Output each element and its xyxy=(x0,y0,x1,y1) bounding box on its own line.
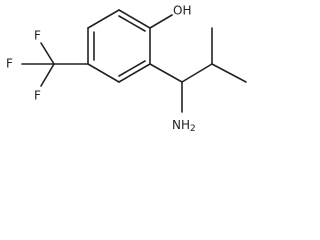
benzene-ring xyxy=(87,9,151,83)
chemical-structure: OH NH2 F F F xyxy=(6,4,247,134)
ring-bond-c4-c5 xyxy=(87,63,120,83)
fluorine-bottom-label: F xyxy=(34,89,41,103)
ring-bond-c6-c1 xyxy=(87,9,120,29)
bond-cf3-to-fluorine-bottom xyxy=(40,63,55,87)
bond-to-hydroxyl xyxy=(149,14,173,29)
bond-ch-to-isopropyl xyxy=(181,63,213,83)
bond-ring-to-ch xyxy=(149,63,183,83)
bond-isopropyl-methyl-right xyxy=(211,63,247,83)
ring-double-bond-top xyxy=(118,15,146,32)
fluorine-left-label: F xyxy=(6,57,13,71)
ring-double-bond-bottom xyxy=(118,60,146,77)
ring-bond-c1-c2 xyxy=(118,9,151,29)
amine-label: NH2 xyxy=(172,118,196,134)
hydroxyl-label: OH xyxy=(173,4,191,18)
ring-bond-c3-c4 xyxy=(118,63,151,83)
bond-cf3-to-fluorine-top xyxy=(40,42,55,65)
fluorine-top-label: F xyxy=(34,29,41,43)
